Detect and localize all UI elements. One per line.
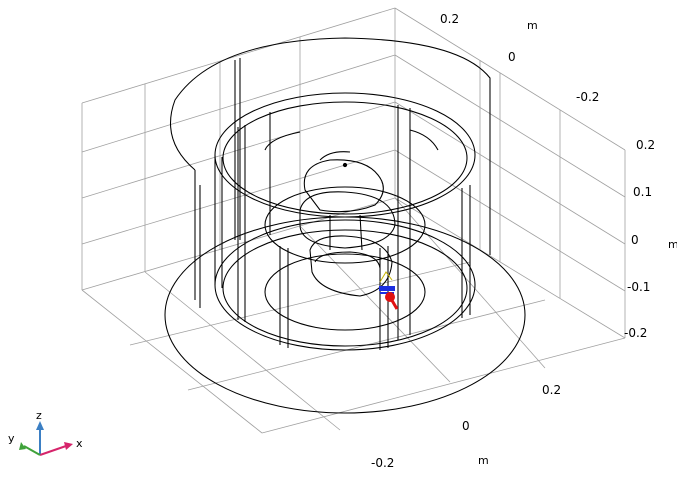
middle-ring: [264, 186, 426, 264]
x-tick-2: 0: [462, 419, 470, 433]
base-disk: [164, 216, 526, 414]
upper-rim-outer: [214, 92, 476, 218]
z-tick-4: -0.1: [627, 280, 650, 294]
lower-rim-inner: [222, 229, 468, 347]
axis-triad: z x y: [8, 409, 83, 456]
x-tick-1: 0.2: [542, 383, 561, 397]
upper-rim-inner: [222, 101, 468, 215]
inner-body-top: [303, 159, 384, 213]
z-tick-1: 0.2: [636, 138, 655, 152]
z-unit-label: m: [668, 238, 677, 251]
x-arrow-icon: [64, 442, 73, 450]
y-tick-2: 0: [508, 50, 516, 64]
x-unit-label: m: [478, 454, 489, 467]
triad-z-label: z: [36, 409, 42, 422]
y-tick-3: -0.2: [576, 90, 599, 104]
z-tick-5: -0.2: [624, 326, 647, 340]
outer-tank-profile: [169, 37, 491, 255]
y-arrow-icon: [19, 442, 26, 450]
x-tick-3: -0.2: [371, 456, 394, 470]
inner-body-low: [309, 235, 393, 297]
z-tick-2: 0.1: [633, 185, 652, 199]
grid-back-right: [394, 7, 626, 339]
y-tick-1: 0.2: [440, 12, 459, 26]
y-unit-label: m: [527, 19, 538, 32]
triad-x-label: x: [76, 437, 83, 450]
grid-floor: [81, 197, 626, 434]
inner-body-mid: [299, 191, 396, 249]
model-wireframe: [164, 37, 526, 414]
lower-inner-ring: [264, 253, 426, 331]
z-arrow-icon: [36, 421, 44, 430]
triad-y-label: y: [8, 432, 15, 445]
source-marker: [385, 292, 399, 310]
z-tick-3: 0: [631, 233, 639, 247]
